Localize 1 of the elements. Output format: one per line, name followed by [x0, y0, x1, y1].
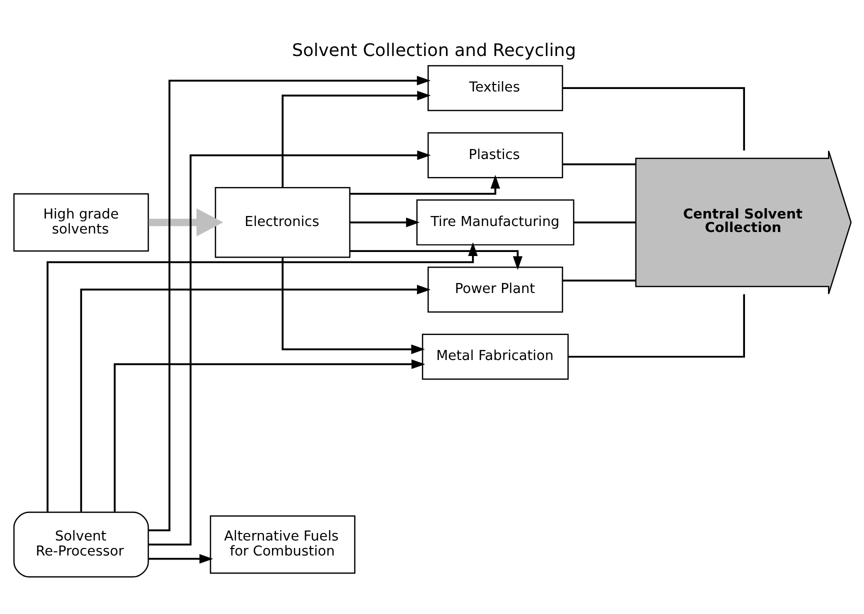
diagram-title: Solvent Collection and Recycling	[291, 41, 576, 62]
